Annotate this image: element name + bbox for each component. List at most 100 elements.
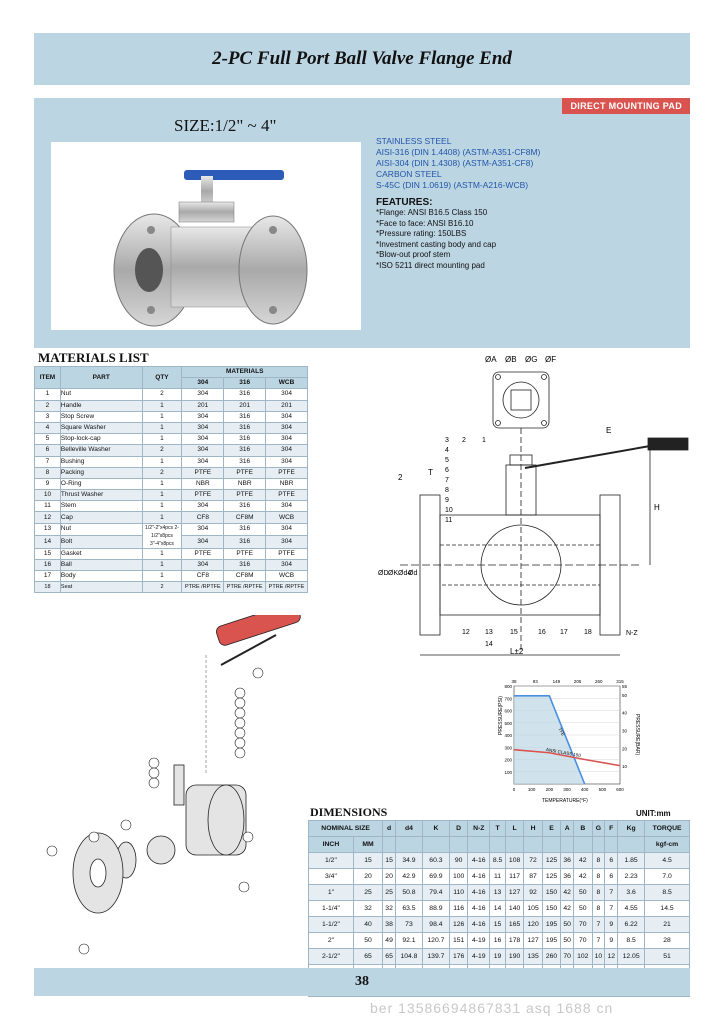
table-cell: 1	[141, 511, 183, 524]
dim-cell: 117	[504, 868, 525, 885]
dim-cell: 6.22	[617, 916, 646, 933]
callout-circle	[234, 707, 246, 719]
pt-chart: PRESSURE(PSI) PRESSURE(BAR) TEMPERATURE(…	[492, 672, 642, 809]
features-title: FEATURES:	[376, 197, 433, 208]
callout-circle	[252, 667, 264, 679]
table-cell: Stem	[59, 500, 143, 513]
dim-cell: 178	[504, 932, 525, 949]
dim-subheader	[604, 836, 619, 853]
dim-cell: 4-16	[467, 900, 491, 917]
dim-subheader	[421, 836, 450, 853]
dim-cell: 165	[504, 916, 525, 933]
dim-cell: 32	[382, 900, 396, 917]
table-cell: PTFE	[223, 489, 267, 502]
dim-cell: 79.4	[421, 884, 450, 901]
feature-line: *Investment casting body and cap	[376, 239, 497, 249]
dim-cell: 1-1/2"	[308, 916, 354, 933]
dim-subheader	[523, 836, 543, 853]
table-cell: 304	[181, 522, 225, 537]
callout-label: 18	[584, 629, 592, 636]
dim-cell: 32	[352, 900, 384, 917]
table-cell: NBR	[181, 477, 225, 491]
y2-axis-label: PRESSURE(BAR)	[634, 714, 640, 755]
dim-subheader	[541, 836, 562, 853]
footer-band: 38	[34, 968, 690, 996]
dim-cell: 116	[448, 900, 469, 917]
material-line: AISI-316 (DIN 1.4408) (ASTM-A351-CF8M)	[376, 147, 541, 157]
label-l: L±2	[510, 647, 524, 656]
x-tick-label: 500	[599, 787, 607, 792]
dim-cell: 65	[382, 948, 396, 965]
table-cell: WCB	[265, 511, 308, 524]
dim-cell: 60.3	[421, 852, 450, 869]
callout-circle	[88, 831, 100, 843]
dim-cell: 70	[560, 948, 575, 965]
table-cell: CF8	[181, 511, 225, 524]
header-qty: QTY	[141, 365, 183, 390]
dim-header: F	[604, 820, 619, 837]
label-d4: Ød4	[398, 570, 411, 577]
table-cell: 304	[265, 421, 308, 435]
table-cell: 316	[223, 455, 267, 468]
dim-subheader	[448, 836, 469, 853]
dim-cell: 36	[560, 852, 575, 869]
table-cell: Gasket	[59, 547, 143, 560]
table-cell: 11	[34, 500, 61, 513]
callout-label: 9	[445, 497, 449, 504]
series-label: TFE	[557, 727, 566, 737]
dim-cell: 195	[541, 916, 562, 933]
table-cell: Body	[59, 569, 143, 583]
dim-cell: 1/2"	[308, 852, 354, 869]
dim-cell: 2-1/2"	[308, 948, 354, 965]
table-cell: 3	[34, 410, 61, 423]
dim-cell: 150	[541, 884, 562, 901]
dim-cell: 4.5	[644, 852, 690, 869]
table-cell: 304	[265, 433, 308, 446]
dim-header: N-Z	[467, 820, 491, 837]
table-cell: PTFE	[265, 466, 308, 479]
label-g: ØG	[525, 355, 537, 364]
dim-cell: 25	[382, 884, 396, 901]
dim-cell: 108	[504, 852, 525, 869]
x-top-tick-label: 260	[595, 679, 603, 684]
dim-cell: 176	[448, 948, 469, 965]
table-cell: 304	[265, 500, 308, 513]
table-cell: 304	[265, 522, 308, 537]
dim-subheader	[617, 836, 646, 853]
dim-cell: 1"	[308, 884, 354, 901]
dim-cell: 125	[541, 868, 562, 885]
dim-cell: 9	[604, 916, 619, 933]
callout-label: 5	[445, 457, 449, 464]
dim-cell: 135	[523, 948, 543, 965]
dim-cell: 40	[352, 916, 384, 933]
dim-cell: 8	[591, 868, 606, 885]
callout-circle	[78, 943, 90, 955]
table-cell: Nut	[59, 522, 143, 537]
callout-label: 8	[445, 487, 449, 494]
dim-cell: 4-16	[467, 884, 491, 901]
callout-label: 16	[538, 629, 546, 636]
label-a: ØA	[485, 355, 497, 364]
feature-line: *Flange: ANSI B16.5 Class 150	[376, 208, 488, 217]
dim-cell: 6	[604, 852, 619, 869]
dim-cell: 4-16	[467, 868, 491, 885]
label-b: ØB	[505, 355, 517, 364]
dim-cell: 21	[644, 916, 690, 933]
table-cell: 316	[223, 500, 267, 513]
dim-cell: 50	[560, 916, 575, 933]
dim-subheader	[489, 836, 506, 853]
y-tick-label: 300	[504, 745, 512, 750]
dim-cell: 7	[591, 932, 606, 949]
table-cell: CF8	[181, 569, 225, 583]
dim-subheader	[560, 836, 575, 853]
title-band: 2-PC Full Port Ball Valve Flange End	[34, 33, 690, 85]
x-top-tick-label: 149	[553, 679, 561, 684]
table-cell: Handle	[59, 399, 143, 412]
table-cell: 15	[34, 547, 61, 560]
callout-circle	[148, 767, 160, 779]
table-cell: PTFE	[265, 547, 308, 560]
